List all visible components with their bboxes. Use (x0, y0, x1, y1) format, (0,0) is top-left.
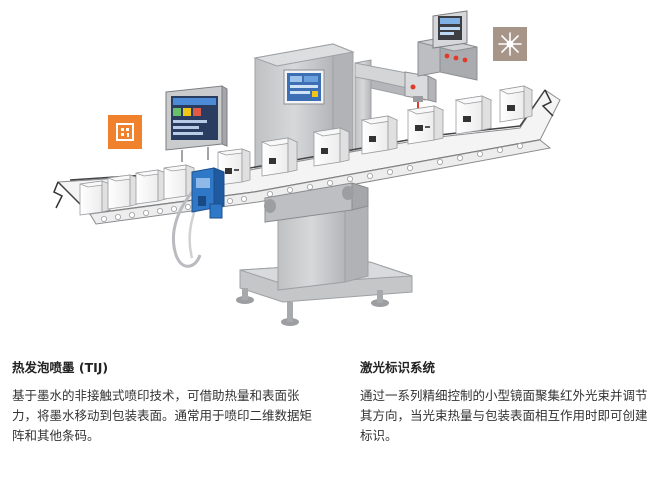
package-boxes (79, 85, 534, 216)
package-box-coded (498, 85, 534, 123)
laser-text: 通过一系列精细控制的小型镜面聚集红外光束并调节其方向，当光束热量与包装表面相互作… (360, 388, 648, 443)
laser-description: 激光标识系统 通过一系列精细控制的小型镜面聚集红外光束并调节其方向，当光束热量与… (360, 360, 650, 446)
package-box-coded (454, 95, 493, 135)
laser-burst-icon (493, 27, 527, 61)
production-line-illustration (53, 10, 561, 326)
conveyor-support (264, 182, 369, 223)
package-box (163, 164, 195, 200)
tij-print-head (171, 167, 225, 268)
datamatrix-code-icon (108, 115, 142, 149)
laser-marking-head (404, 71, 437, 121)
tij-description: 热发泡喷墨 (TIJ) 基于墨水的非接触式喷印技术，可借助热量和表面张力，将墨水… (12, 360, 312, 446)
tij-title: 热发泡喷墨 (TIJ) (12, 360, 109, 375)
package-box-coded (406, 105, 445, 145)
laser-title: 激光标识系统 (360, 360, 436, 375)
package-box-coded (260, 137, 299, 177)
machine-pedestal (277, 199, 369, 291)
tij-controller-display (165, 85, 228, 162)
package-box (107, 174, 139, 210)
package-box-coded (312, 127, 351, 167)
package-box (135, 169, 167, 205)
laser-controller (417, 10, 478, 81)
package-box-coded (360, 115, 399, 155)
package-box (79, 180, 111, 216)
tij-text: 基于墨水的非接触式喷印技术，可借助热量和表面张力，将墨水移动到包装表面。通常用于… (12, 388, 313, 443)
